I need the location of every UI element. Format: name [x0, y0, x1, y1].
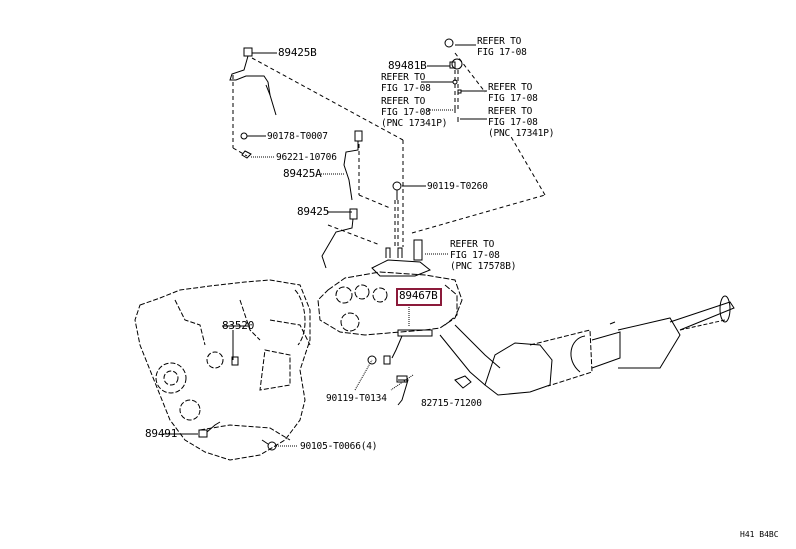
part-label-89425a[interactable]: 89425A [283, 167, 322, 180]
ref-line: FIG 17-08 [488, 117, 538, 128]
leader-lines [163, 44, 487, 447]
bolt-90178 [240, 132, 248, 140]
ref-line: (PNC 17341P) [488, 128, 555, 139]
ref-line: FIG 17-08 [381, 107, 431, 118]
ref-line: FIG 17-08 [450, 250, 500, 261]
bracket [371, 239, 431, 277]
part-label-89425b[interactable]: 89425B [278, 46, 317, 59]
part-label-89467b[interactable]: 89467B [399, 289, 438, 302]
part-label-82715-71200[interactable]: 82715-71200 [421, 398, 482, 409]
bolt-90105 [261, 439, 277, 451]
ref-line: (PNC 17341P) [381, 118, 448, 129]
ref-line: FIG 17-08 [477, 47, 527, 58]
ref-line: REFER TO [450, 239, 495, 250]
sensor-89425b [229, 47, 277, 116]
drawing-code: H41 B4BC [740, 530, 779, 539]
part-label-89425[interactable]: 89425 [297, 205, 330, 218]
clamp-96221 [241, 150, 252, 159]
part-label-90119-t0134[interactable]: 90119-T0134 [326, 393, 387, 404]
part-label-89491[interactable]: 89491 [145, 427, 178, 440]
oil-pressure-switch [231, 356, 239, 366]
ref-line: FIG 17-08 [488, 93, 538, 104]
ref-line: FIG 17-08 [381, 83, 431, 94]
exhaust-manifold [317, 271, 463, 336]
ref-line: REFER TO [477, 36, 522, 47]
ref-line: REFER TO [488, 82, 533, 93]
bolt-90119-t0260 [392, 181, 402, 200]
sensor-89425 [321, 208, 358, 269]
part-label-90178-t0007[interactable]: 90178-T0007 [267, 131, 328, 142]
oxygen-sensor [367, 329, 433, 406]
part-label-83520[interactable]: 83520 [222, 319, 255, 332]
sensor-89425a [343, 130, 363, 201]
part-label-90105-t0066[interactable]: 90105-T0066(4) [300, 441, 378, 452]
ref-line: (PNC 17578B) [450, 261, 517, 272]
part-label-90119-t0260[interactable]: 90119-T0260 [427, 181, 488, 192]
engine [134, 279, 311, 461]
sensor-89491 [198, 421, 221, 438]
highlight-box [396, 288, 442, 306]
ref-line: REFER TO [488, 106, 533, 117]
ref-line: REFER TO [381, 96, 426, 107]
exhaust-pipe [439, 295, 735, 396]
ref-line: REFER TO [381, 72, 426, 83]
part-label-96221-10706[interactable]: 96221-10706 [276, 152, 337, 163]
sensor-89481b [444, 38, 463, 122]
part-label-89481b[interactable]: 89481B [388, 59, 427, 72]
